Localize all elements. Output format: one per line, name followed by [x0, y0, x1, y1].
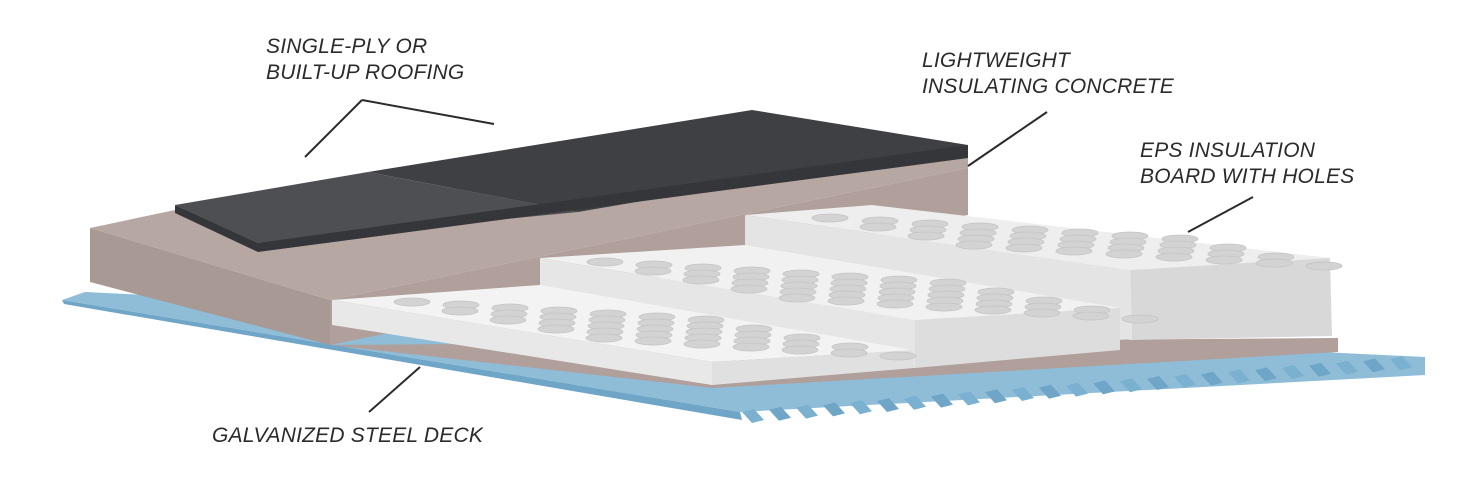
deck-rib [742, 409, 764, 423]
concrete-label-line-2: INSULATING CONCRETE [922, 75, 1174, 98]
eps-hole [778, 293, 816, 303]
eps-hole [441, 306, 479, 316]
eps-hole [585, 333, 623, 343]
eps-hole [879, 351, 917, 361]
deck-rib [904, 395, 926, 410]
eps-mid-top [540, 245, 1120, 320]
roofing-leader-line [304, 99, 363, 158]
deck-rib [1174, 373, 1196, 388]
eps-label-line-2: BOARD WITH HOLES [1140, 165, 1355, 188]
deck-rib [1093, 380, 1115, 395]
deck-leader-line [368, 366, 421, 413]
eps-mid-front [915, 308, 1120, 368]
deck-rib [1201, 371, 1223, 386]
eps-hole [393, 297, 431, 307]
eps-hole [781, 345, 819, 355]
eps-label: EPS INSULATION BOARD WITH HOLES [1140, 138, 1354, 190]
eps-hole [907, 231, 945, 241]
eps-hole [683, 339, 721, 349]
eps-leader-line [1187, 196, 1254, 233]
eps-hole [586, 257, 624, 267]
membrane-sheet-rear [368, 110, 968, 212]
concrete-label-line-1: LIGHTWEIGHT [922, 49, 1071, 72]
concrete-leader-line [967, 111, 1048, 167]
eps-hole [730, 284, 768, 294]
deck-rib [1228, 369, 1250, 384]
eps-hole [1105, 249, 1143, 259]
deck-rib [1282, 365, 1304, 379]
deck-rib [985, 389, 1007, 404]
roofing-membrane-layer [175, 110, 968, 252]
deck-rib [1255, 367, 1277, 382]
deck-rib [1012, 387, 1034, 401]
eps-hole [1055, 246, 1093, 256]
eps-ventilation-holes [393, 213, 1343, 361]
eps-front-side [332, 300, 712, 385]
deck-rib [769, 406, 791, 421]
eps-hole [811, 213, 849, 223]
eps-hole [634, 336, 672, 346]
deck-rib [850, 400, 872, 415]
membrane-sheet-front [175, 172, 578, 243]
eps-hole [1121, 314, 1159, 324]
roofing-label-line-1: SINGLE-PLY OR [266, 35, 428, 58]
eps-hole [1155, 252, 1193, 262]
eps-hole [537, 324, 575, 334]
eps-label-line-1: EPS INSULATION [1140, 139, 1316, 162]
deck-rib [1336, 360, 1358, 375]
eps-hole [1005, 243, 1043, 253]
deck-label-line-1: GALVANIZED STEEL DECK [212, 424, 484, 447]
eps-hole [974, 305, 1012, 315]
eps-hole [955, 240, 993, 250]
deck-rib [877, 398, 899, 412]
deck-label: GALVANIZED STEEL DECK [212, 423, 483, 449]
deck-corrugations [742, 356, 1412, 423]
deck-rib [1390, 356, 1412, 371]
deck-rib [796, 404, 818, 419]
deck-front-edge [62, 300, 742, 420]
deck-rib [1363, 358, 1385, 373]
deck-rib [1039, 384, 1061, 399]
roofing-leader-line-2 [361, 99, 495, 125]
eps-hole [876, 299, 914, 309]
concrete-front-face [90, 228, 330, 345]
deck-rib [958, 391, 980, 406]
eps-hole [1072, 311, 1110, 321]
eps-back-front [1130, 258, 1332, 340]
deck-rib [1309, 362, 1331, 377]
eps-hole [489, 315, 527, 325]
eps-hole [634, 266, 672, 276]
eps-hole [732, 342, 770, 352]
eps-hole [1255, 258, 1293, 268]
roofing-label-line-2: BUILT-UP ROOFING [266, 61, 465, 84]
eps-hole [1205, 255, 1243, 265]
deck-rib [1066, 382, 1088, 397]
eps-hole [682, 275, 720, 285]
eps-front-face [712, 350, 914, 385]
roofing-label: SINGLE-PLY OR BUILT-UP ROOFING [266, 34, 464, 86]
eps-hole [830, 348, 868, 358]
deck-rib [823, 402, 845, 417]
eps-hole [827, 296, 865, 306]
eps-hole [1305, 261, 1343, 271]
deck-rib [1147, 376, 1169, 390]
deck-rib [1120, 378, 1142, 393]
concrete-label: LIGHTWEIGHT INSULATING CONCRETE [922, 48, 1174, 100]
eps-hole [1023, 308, 1061, 318]
deck-rib [931, 393, 953, 408]
eps-hole [925, 302, 963, 312]
eps-hole [859, 222, 897, 232]
